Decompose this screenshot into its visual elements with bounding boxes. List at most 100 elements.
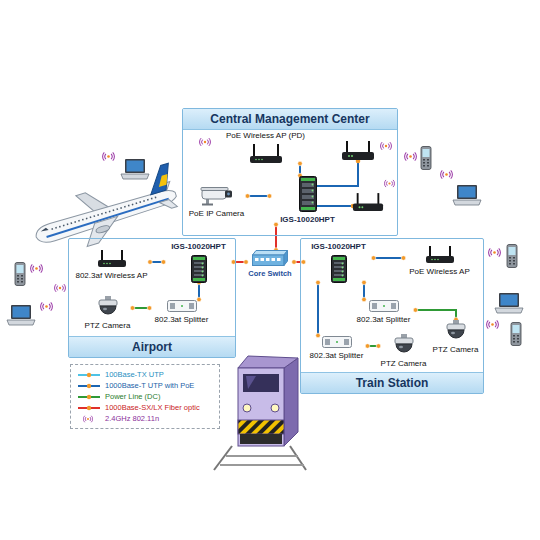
- phone-icon: [421, 147, 431, 170]
- device-icon-part: [201, 262, 203, 264]
- device-node: 802.3at Splitter: [150, 300, 214, 325]
- device-icon-part: [225, 190, 232, 197]
- device-icon-part: [311, 189, 313, 191]
- device-icon: [369, 300, 399, 312]
- device-icon-part: [334, 274, 344, 276]
- device-icon-part: [426, 256, 454, 263]
- legend-sample: [77, 392, 101, 402]
- network-cable: [416, 310, 457, 320]
- device-icon: [393, 334, 415, 356]
- device-icon-part: [277, 258, 281, 261]
- device-icon-part: [261, 258, 265, 261]
- junction-dot: [147, 306, 152, 311]
- network-cable: [317, 283, 319, 336]
- junction-dot: [401, 256, 406, 261]
- node-label: PTZ Camera: [85, 321, 131, 331]
- device-icon-part: [253, 251, 288, 256]
- junction-dot: [376, 344, 381, 349]
- device-icon-part: [227, 192, 230, 195]
- junction-dot: [371, 256, 376, 261]
- region-title: Train Station: [356, 376, 429, 390]
- airplane-cockpit: [40, 227, 49, 232]
- junction-dot: [245, 194, 250, 199]
- legend-row: Power Line (DC): [77, 391, 213, 402]
- wireless-signal: [103, 152, 115, 160]
- junction-dot: [298, 161, 303, 166]
- device-icon-part: [100, 306, 116, 314]
- phone-icon: [15, 263, 25, 286]
- junction-dot: [365, 344, 370, 349]
- region-title: Airport: [132, 340, 172, 354]
- device-node: PoE Wireless AP (PD): [214, 131, 318, 164]
- legend-row: 1000Base-T UTP with PoE: [77, 380, 213, 391]
- node-label: IGS-10020HPT: [171, 242, 226, 252]
- junction-dot: [274, 222, 279, 227]
- device-icon-part: [201, 274, 203, 276]
- device-icon-part: [431, 258, 433, 260]
- node-label: PTZ Camera: [381, 359, 427, 369]
- device-icon-part: [202, 203, 213, 205]
- legend-sample: [77, 381, 101, 391]
- airplane-tail: [143, 163, 175, 195]
- device-icon-part: [336, 341, 338, 343]
- wireless-signal: [405, 152, 417, 160]
- sleeper: [220, 464, 304, 466]
- device-icon-part: [201, 266, 203, 268]
- device-icon-part: [193, 257, 205, 260]
- junction-dot: [130, 306, 135, 311]
- device-icon-part: [98, 260, 126, 267]
- device-icon-part: [311, 201, 313, 203]
- device-icon-part: [334, 262, 344, 264]
- legend-box: 100Base-TX UTP1000Base-T UTP with PoEPow…: [70, 364, 220, 429]
- node-label: 802.3af Wireless AP: [75, 271, 147, 281]
- cable: [317, 205, 353, 207]
- airplane-fuselage: [34, 186, 179, 246]
- device-icon-part: [101, 250, 103, 261]
- train-side: [284, 358, 298, 446]
- device-icon-part: [255, 158, 257, 160]
- device-icon-part: [325, 339, 330, 345]
- device-icon-part: [250, 156, 282, 163]
- device-icon-part: [322, 336, 351, 347]
- junction-dot: [413, 308, 418, 313]
- device-icon-part: [253, 144, 255, 157]
- device-node: IGS-10020HPT: [164, 242, 234, 283]
- device-icon-part: [277, 144, 279, 157]
- device-icon-part: [395, 338, 413, 344]
- laptop-icon: [7, 305, 35, 325]
- device-icon-part: [331, 255, 346, 282]
- device-icon-part: [344, 339, 349, 345]
- train: [214, 356, 306, 470]
- legend-dot: [87, 383, 91, 387]
- junction-dot: [244, 260, 249, 265]
- junction-dot: [362, 280, 367, 285]
- junction-dot: [161, 260, 166, 265]
- cable: [317, 161, 358, 186]
- region-band: Train Station: [301, 372, 483, 393]
- node-label: IGS-10020HPT: [280, 215, 335, 225]
- node-label: PoE Wireless AP (PD): [226, 131, 305, 141]
- laptop-icon: [121, 159, 149, 179]
- device-icon-part: [396, 344, 412, 352]
- junction-dot: [362, 297, 367, 302]
- device-icon-part: [311, 195, 313, 197]
- device-icon-part: [201, 187, 228, 190]
- legend-sample: [77, 370, 101, 380]
- wireless-signal: [200, 138, 211, 146]
- device-icon-part: [311, 183, 313, 185]
- device-icon-part: [258, 158, 260, 160]
- device-icon-part: [391, 303, 396, 309]
- device-icon-part: [451, 331, 455, 333]
- airplane-tail-mark: [156, 174, 170, 187]
- device-icon-part: [434, 258, 436, 260]
- region-band: Airport: [69, 336, 235, 357]
- device-icon-part: [194, 262, 204, 264]
- device-icon-part: [301, 207, 315, 210]
- train-glint: [246, 376, 256, 389]
- junction-dot: [197, 297, 202, 302]
- train-light: [271, 404, 279, 412]
- train-bogie: [240, 434, 282, 444]
- device-icon-part: [302, 183, 314, 187]
- device-icon: [425, 246, 455, 264]
